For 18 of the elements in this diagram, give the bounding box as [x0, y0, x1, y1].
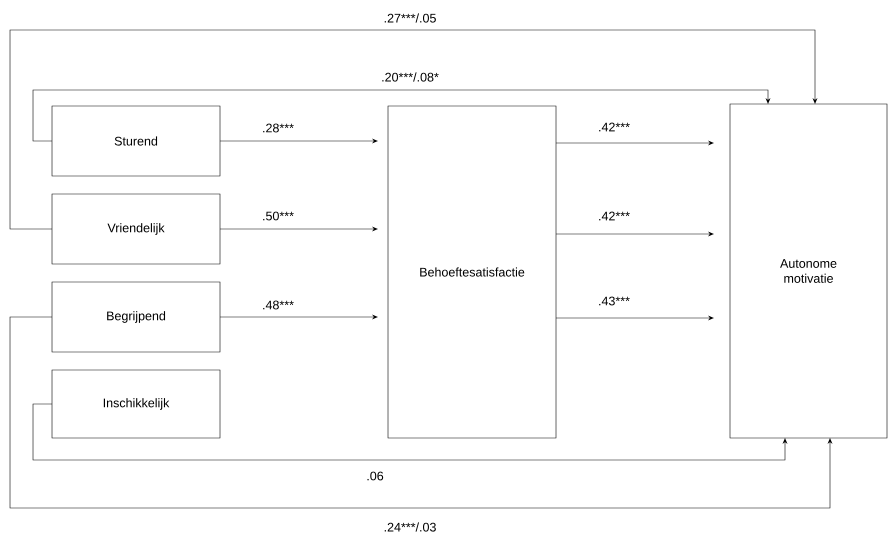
arrow [32, 90, 771, 142]
process-box: Inschikkelijk [52, 370, 220, 438]
edge-label: .28*** [263, 124, 294, 132]
arrow [10, 30, 818, 230]
edge-label: .20***/.08* [382, 72, 439, 82]
edge-label: .06 [367, 472, 384, 480]
edge-label: .42*** [599, 212, 630, 220]
edge-label: .48*** [263, 300, 294, 310]
edge-label: .50*** [263, 212, 294, 220]
process-box: Sturend [52, 106, 220, 176]
process-box: Begrijpend [52, 282, 220, 352]
tall-box: Behoeftesatisfactie [388, 106, 556, 438]
edge-label: .43*** [599, 296, 630, 306]
edge-label: .27***/.05 [384, 13, 436, 23]
tall-box: Autonome motivatie [730, 104, 888, 438]
edge-label: .42*** [599, 122, 630, 132]
process-box: Vriendelijk [52, 194, 220, 264]
edge-label: .24***/.03 [384, 522, 436, 532]
